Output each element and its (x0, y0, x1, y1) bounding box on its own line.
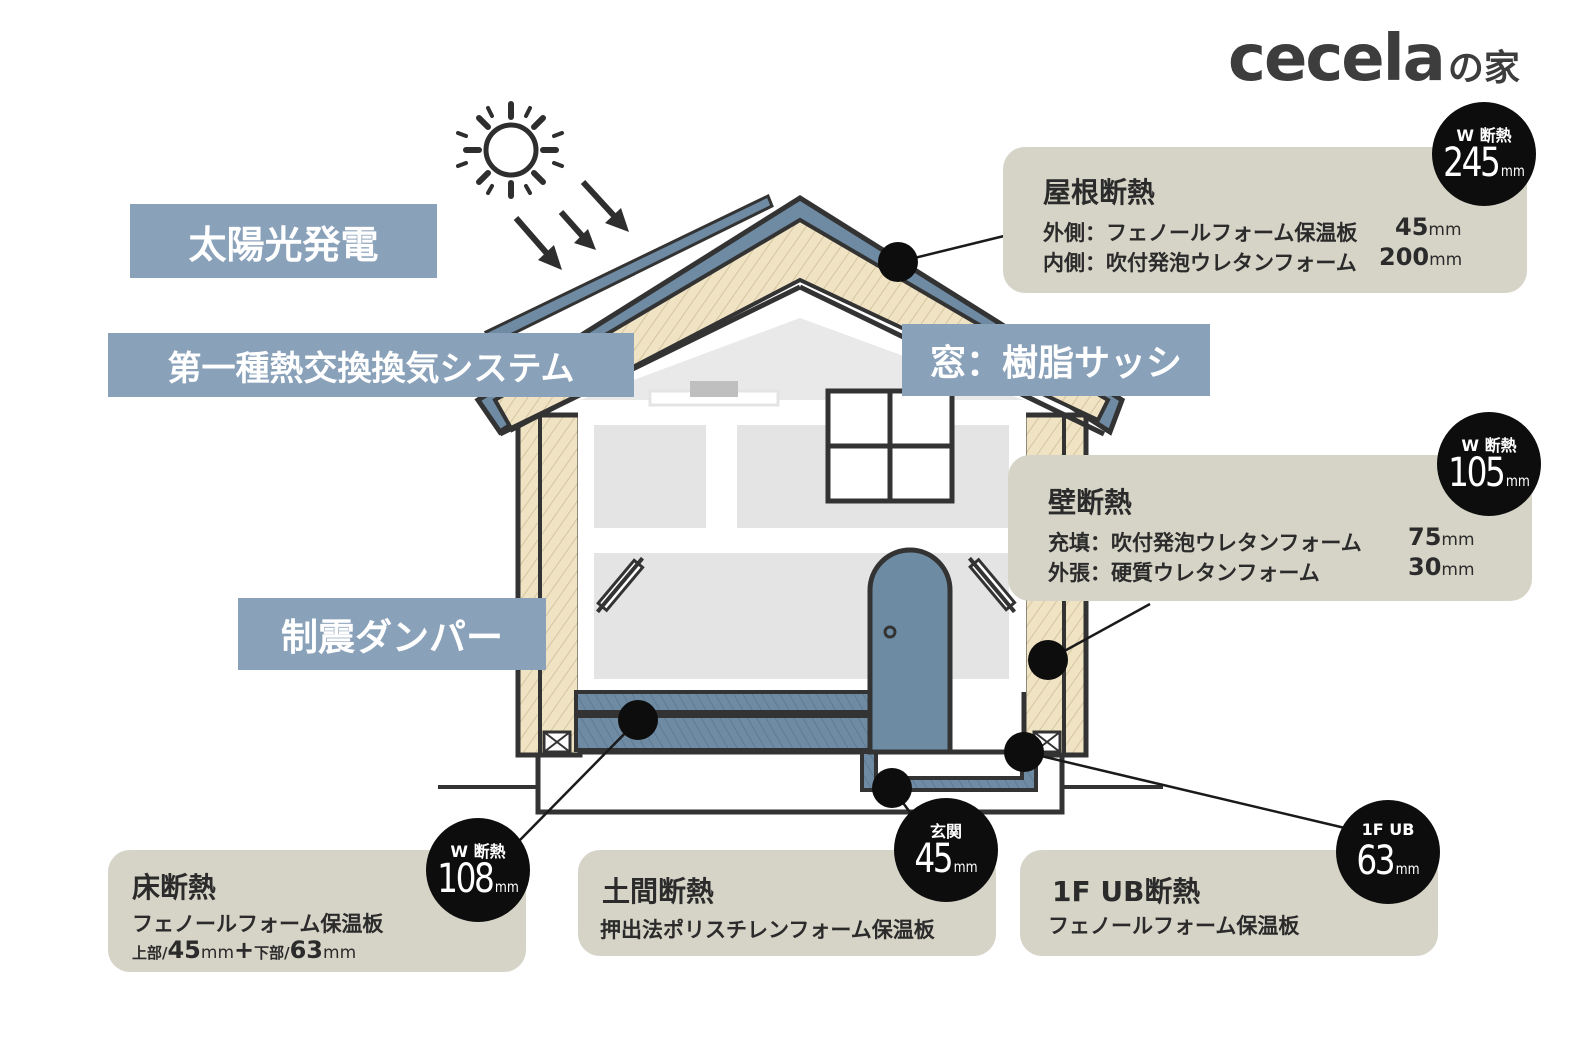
damper-right (967, 556, 1017, 614)
wall-line2-value: 30mm (1408, 553, 1475, 581)
sunlight-arrows (513, 179, 629, 270)
roof-line1-value: 45mm (1395, 213, 1462, 241)
damper-left (595, 556, 645, 614)
roof-line2-label: 内側：吹付発泡ウレタンフォーム (1043, 251, 1357, 275)
floor-line1: フェノールフォーム保温板 (132, 912, 384, 936)
entrance-door (867, 547, 953, 755)
sun-icon (456, 101, 564, 199)
wall-line2-label: 外張：硬質ウレタンフォーム (1048, 561, 1320, 585)
ub-title: 1F UB断熱 (1052, 875, 1201, 908)
window (825, 388, 955, 504)
floor-line2: 上部/45mm+下部/63mm (132, 936, 357, 964)
ventilation-unit (690, 381, 738, 397)
label-damper: 制震ダンパー (238, 598, 546, 670)
ub-line1: フェノールフォーム保温板 (1048, 914, 1300, 938)
roof-title: 屋根断熱 (1043, 176, 1156, 209)
label-window: 窓：樹脂サッシ (902, 324, 1210, 396)
doma-title: 土間断熱 (602, 875, 715, 908)
card-wall: 壁断熱 充填：吹付発泡ウレタンフォーム 75mm 外張：硬質ウレタンフォーム 3… (1008, 455, 1532, 601)
logo-sub: の家 (1447, 48, 1520, 89)
doma-line1: 押出法ポリスチレンフォーム保温板 (600, 918, 935, 942)
floor-title: 床断熱 (132, 871, 217, 904)
label-ventilation: 第一種熱交換換気システム (108, 333, 634, 397)
left-wall-insulation (515, 412, 583, 758)
wall-line1-label: 充填：吹付発泡ウレタンフォーム (1048, 531, 1362, 555)
roof-line2-value: 200mm (1379, 243, 1463, 271)
label-solar: 太陽光発電 (130, 204, 437, 278)
roof-line1-label: 外側：フェノールフォーム保温板 (1043, 221, 1358, 245)
logo-main: cecela (1228, 22, 1446, 96)
wall-line1-value: 75mm (1408, 523, 1475, 551)
callout-dots (618, 242, 1068, 808)
floor-upper-insulation (574, 690, 872, 714)
wall-title: 壁断熱 (1048, 486, 1133, 519)
brand-logo: cecela の家 (1228, 22, 1520, 96)
